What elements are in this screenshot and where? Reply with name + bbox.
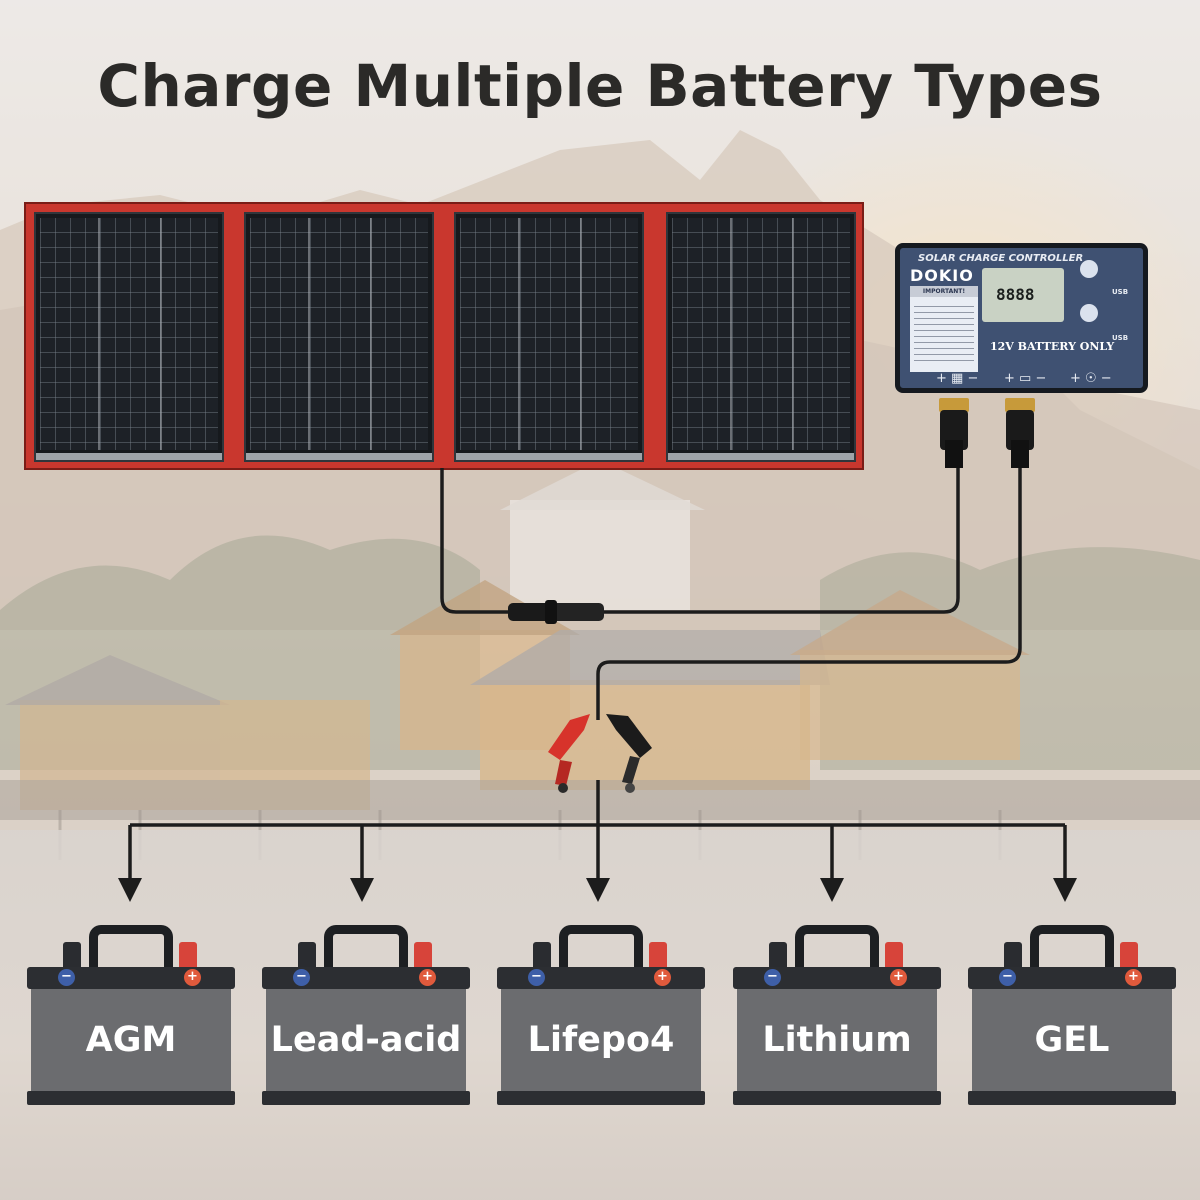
- negative-symbol: −: [999, 969, 1016, 986]
- busbar: [730, 218, 732, 450]
- load-terminal-label: + ☉ −: [1070, 371, 1112, 386]
- negative-terminal: [533, 942, 551, 970]
- solar-panel-section: [34, 212, 224, 462]
- negative-terminal: [769, 942, 787, 970]
- panel-frame-edge: [36, 453, 222, 460]
- battery-base: [497, 1091, 705, 1105]
- usb-port-label: USB: [1112, 288, 1129, 296]
- battery-lid: [968, 967, 1176, 989]
- solar-panel: [24, 202, 864, 470]
- solar-panel-section: [244, 212, 434, 462]
- battery-body: [972, 989, 1172, 1101]
- solar-terminal-label: + ▦ −: [936, 371, 979, 386]
- busbar: [792, 218, 794, 450]
- battery-body: [737, 989, 937, 1101]
- battery-lithium: − + Lithium: [733, 925, 941, 1105]
- warning-heading: IMPORTANT!: [910, 286, 978, 297]
- negative-symbol: −: [528, 969, 545, 986]
- controller-warning-label: IMPORTANT!: [910, 286, 978, 372]
- negative-symbol: −: [58, 969, 75, 986]
- battery-body: [266, 989, 466, 1101]
- battery-lid: [733, 967, 941, 989]
- battery-body: [501, 989, 701, 1101]
- controller-solar-plug-tip: [939, 398, 969, 412]
- battery-terminal-label: + ▭ −: [1004, 371, 1047, 386]
- battery-agm: − + AGM: [27, 925, 235, 1105]
- battery-handle: [324, 925, 408, 973]
- positive-symbol: +: [1125, 969, 1142, 986]
- page-title: Charge Multiple Battery Types: [97, 52, 1103, 120]
- lcd-digits: 8888: [996, 285, 1035, 304]
- solar-panel-section: [666, 212, 856, 462]
- controller-brand-logo: DOKIO: [910, 266, 974, 285]
- busbar: [160, 218, 162, 450]
- battery-body: [31, 989, 231, 1101]
- battery-base: [262, 1091, 470, 1105]
- negative-terminal: [1004, 942, 1022, 970]
- battery-handle: [559, 925, 643, 973]
- battery-base: [968, 1091, 1176, 1105]
- battery-type-label: AGM: [85, 1020, 177, 1060]
- battery-type-label: Lithium: [762, 1020, 912, 1060]
- usb-port-label: USB: [1112, 334, 1129, 342]
- positive-terminal: [1120, 942, 1138, 970]
- positive-symbol: +: [890, 969, 907, 986]
- busbar: [370, 218, 372, 450]
- battery-lid: [27, 967, 235, 989]
- positive-terminal: [414, 942, 432, 970]
- solar-cells: [460, 218, 638, 450]
- controller-solar-plug-boot: [945, 440, 963, 468]
- busbar: [308, 218, 310, 450]
- battery-lid: [497, 967, 705, 989]
- battery-gel: − + GEL: [968, 925, 1176, 1105]
- controller-battery-note: 12V BATTERY ONLY: [990, 340, 1115, 353]
- controller-button-up[interactable]: [1080, 260, 1098, 278]
- busbar: [580, 218, 582, 450]
- positive-terminal: [649, 942, 667, 970]
- negative-terminal: [298, 942, 316, 970]
- battery-type-label: Lifepo4: [527, 1020, 675, 1060]
- negative-terminal: [63, 942, 81, 970]
- battery-lifepo4: − + Lifepo4: [497, 925, 705, 1105]
- positive-terminal: [885, 942, 903, 970]
- solar-panel-section: [454, 212, 644, 462]
- solar-cells: [250, 218, 428, 450]
- panel-frame-edge: [456, 453, 642, 460]
- controller-heading: SOLAR CHARGE CONTROLLER: [918, 253, 1084, 264]
- battery-lead-acid: − + Lead-acid: [262, 925, 470, 1105]
- controller-battery-plug-boot: [1011, 440, 1029, 468]
- controller-battery-plug-tip: [1005, 398, 1035, 412]
- busbar: [518, 218, 520, 450]
- solar-cells: [672, 218, 850, 450]
- positive-symbol: +: [654, 969, 671, 986]
- panel-frame-edge: [668, 453, 854, 460]
- negative-symbol: −: [293, 969, 310, 986]
- positive-symbol: +: [419, 969, 436, 986]
- battery-base: [733, 1091, 941, 1105]
- positive-symbol: +: [184, 969, 201, 986]
- busbar: [98, 218, 100, 450]
- solar-charge-controller: SOLAR CHARGE CONTROLLER DOKIO IMPORTANT!…: [895, 243, 1148, 393]
- battery-type-label: GEL: [1034, 1020, 1110, 1060]
- battery-type-label: Lead-acid: [270, 1020, 462, 1060]
- solar-cells: [40, 218, 218, 450]
- battery-handle: [89, 925, 173, 973]
- battery-lid: [262, 967, 470, 989]
- panel-frame-edge: [246, 453, 432, 460]
- controller-lcd-display: 8888: [982, 268, 1064, 322]
- battery-handle: [1030, 925, 1114, 973]
- positive-terminal: [179, 942, 197, 970]
- battery-base: [27, 1091, 235, 1105]
- warning-text-lines: [914, 301, 974, 366]
- negative-symbol: −: [764, 969, 781, 986]
- controller-button-down[interactable]: [1080, 304, 1098, 322]
- battery-handle: [795, 925, 879, 973]
